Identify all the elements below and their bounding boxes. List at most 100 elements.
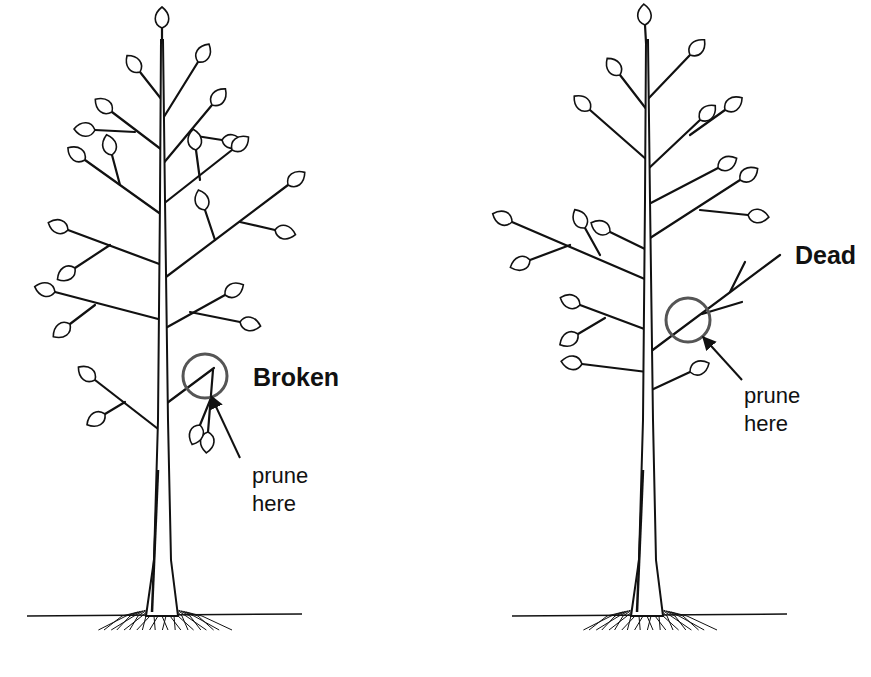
branch (590, 110, 647, 160)
prune-circle (666, 298, 710, 342)
branch (95, 130, 135, 132)
leaf (570, 91, 595, 115)
branch (196, 150, 200, 180)
trunk (146, 40, 178, 616)
leaf (100, 133, 118, 157)
branch (162, 62, 198, 120)
branch (162, 105, 212, 165)
leaf (74, 122, 96, 137)
leaf (228, 132, 253, 156)
leaf (84, 408, 109, 430)
branch (650, 255, 780, 352)
ground-hatch (182, 616, 188, 630)
leaf (637, 4, 652, 26)
leader-arrow (703, 337, 742, 380)
leaf (122, 51, 146, 76)
leaf (74, 362, 99, 386)
leaf (721, 92, 746, 115)
branch (620, 75, 647, 110)
trunk-shade (637, 470, 643, 612)
branch (200, 398, 211, 425)
leaf (556, 328, 581, 350)
branch (647, 55, 690, 100)
leaf (207, 85, 231, 110)
ground-hatch (202, 616, 232, 630)
leaf (91, 94, 116, 117)
branch (75, 245, 110, 268)
branch (578, 318, 605, 334)
leader-arrow (211, 396, 240, 458)
branch (205, 210, 215, 240)
branch (582, 364, 647, 372)
ground-hatch (137, 616, 150, 630)
leaf (155, 7, 169, 28)
ground-hatch (162, 616, 168, 630)
leaf (558, 291, 582, 311)
branch (105, 402, 125, 414)
leaf (186, 422, 206, 447)
leaf (736, 163, 761, 186)
branch (730, 262, 745, 292)
branch (512, 222, 647, 280)
branch (700, 210, 748, 215)
leaf (560, 355, 582, 371)
leaf (54, 262, 79, 285)
leaf (569, 206, 591, 231)
ground-hatch (671, 612, 687, 616)
trunk-shade (152, 470, 158, 612)
leaf (747, 208, 769, 224)
ground-hatch (150, 616, 158, 630)
branch (70, 305, 95, 324)
ground-hatch (671, 616, 691, 630)
damage-label: Broken (253, 362, 339, 393)
leaf (273, 223, 296, 241)
branch (610, 232, 647, 250)
tree (490, 4, 787, 630)
ground-hatch (675, 616, 686, 630)
ground-hatch (659, 616, 660, 630)
leaf (64, 142, 89, 165)
ground-hatch (186, 616, 206, 630)
leaf (685, 35, 709, 60)
leaf (715, 152, 740, 174)
leaf (192, 188, 211, 212)
ground-hatch (647, 616, 653, 630)
branch (647, 168, 718, 205)
ground-hatch (174, 616, 175, 630)
branch (112, 155, 120, 185)
branch (162, 185, 288, 280)
branch (530, 245, 570, 260)
leaf (222, 279, 247, 301)
branch (240, 222, 275, 230)
leaf (46, 216, 70, 236)
instruction-label: prune here (744, 382, 819, 437)
ground-hatch (186, 612, 202, 616)
leaf (187, 128, 203, 151)
ground-hatch (655, 616, 666, 630)
leaf (49, 319, 74, 342)
leaf (33, 280, 57, 298)
ground-hatch (190, 616, 201, 630)
leaf (490, 208, 515, 229)
branch (163, 368, 214, 406)
branch (85, 160, 162, 215)
leaf (239, 315, 262, 332)
ground-hatch (162, 616, 166, 630)
leaf (508, 254, 532, 274)
leaf (687, 357, 712, 378)
instruction-label: prune here (252, 462, 327, 517)
ground-hatch (622, 616, 635, 630)
ground-hatch (170, 616, 181, 630)
trunk (631, 40, 663, 616)
ground-hatch (647, 616, 651, 630)
branch (647, 180, 740, 240)
prune-circle (183, 354, 227, 398)
branch (68, 230, 162, 265)
ground-hatch (635, 616, 643, 630)
branch (140, 72, 162, 100)
damage-label: Dead (795, 240, 856, 271)
branch (647, 120, 700, 170)
tree (27, 7, 309, 630)
leaf (192, 41, 215, 66)
